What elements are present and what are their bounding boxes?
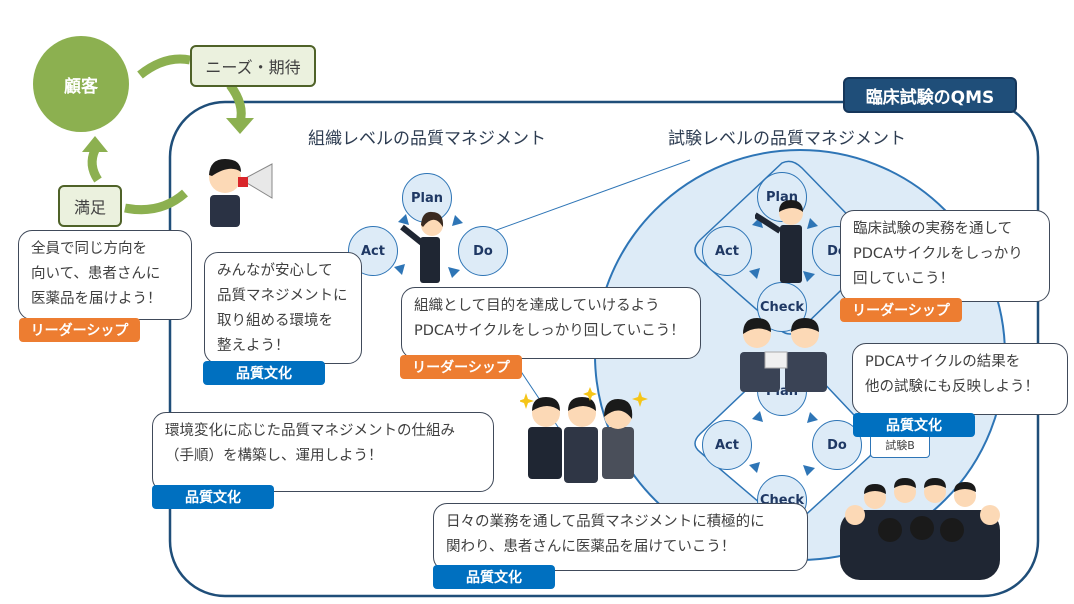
- satisfaction-arrow-up: [87, 148, 102, 183]
- trial-b-pdca-act: Act: [702, 420, 752, 470]
- qms-title-tag: 臨床試験のQMS: [843, 77, 1017, 113]
- bubble-2-line-1: みんなが安心して: [217, 263, 333, 279]
- female-leader-illustration: [400, 211, 444, 283]
- male-leader-illustration: [755, 200, 803, 283]
- bubble-7-line-2: 関わり、患者さんに医薬品を届けていこう！: [446, 539, 736, 555]
- qms-title: 臨床試験のQMS: [865, 87, 995, 108]
- bubble-6-line-2: （手順）を構築し、運用しよう！: [165, 448, 383, 464]
- speech-bubble-1: 全員で同じ方向を 向いて、患者さんに 医薬品を届けよう！: [18, 230, 192, 320]
- satisfaction-arrowhead: [82, 136, 108, 152]
- speech-bubble-5: PDCAサイクルの結果を 他の試験にも反映しよう！: [852, 343, 1068, 415]
- trial-b-cycle-arrows: [749, 411, 818, 476]
- bubble-2-line-3: 取り組める環境を: [217, 313, 333, 329]
- speech-bubble-7: 日々の業務を通して品質マネジメントに積極的に 関わり、患者さんに医薬品を届けてい…: [433, 503, 808, 571]
- customer-label: 顧客: [64, 76, 98, 97]
- bubble-2-line-2: 品質マネジメントに: [217, 288, 348, 304]
- bubble-4-line-2: PDCAサイクルをしっかり: [853, 246, 1023, 262]
- bubble-1-line-2: 向いて、患者さんに: [31, 266, 161, 282]
- bubble-3-line-1: 組織として目的を達成していけるよう: [414, 298, 660, 314]
- team-huddle-illustration: [840, 478, 1000, 580]
- quality-culture-tag-4: 品質文化: [433, 565, 555, 589]
- bubble-1-line-3: 医薬品を届けよう！: [31, 291, 162, 307]
- bubble-4-line-3: 回していこう！: [853, 271, 955, 287]
- trial-a-pdca-act: Act: [702, 226, 752, 276]
- quality-culture-tag-1: 品質文化: [203, 361, 325, 385]
- speech-bubble-6: 環境変化に応じた品質マネジメントの仕組み （手順）を構築し、運用しよう！: [152, 412, 494, 492]
- needs-box: ニーズ・期待: [190, 45, 316, 87]
- quality-culture-tag-2: 品質文化: [853, 413, 975, 437]
- leadership-tag-3: リーダーシップ: [840, 298, 962, 322]
- bubble-7-line-1: 日々の業務を通して品質マネジメントに積極的に: [446, 514, 765, 530]
- bubble-4-line-1: 臨床試験の実務を通して: [853, 221, 1013, 237]
- satisfaction-box: 満足: [58, 185, 122, 227]
- bubble-6-line-1: 環境変化に応じた品質マネジメントの仕組み: [165, 423, 455, 439]
- speech-bubble-3: 組織として目的を達成していけるよう PDCAサイクルをしっかり回していこう！: [401, 287, 701, 359]
- bubble-2-line-4: 整えよう！: [217, 338, 290, 354]
- org-cycle-arrows: [394, 214, 463, 278]
- bubble-3-line-2: PDCAサイクルをしっかり回していこう！: [414, 323, 685, 339]
- trial-level-title: 試験レベルの品質マネジメント: [668, 129, 906, 149]
- two-colleagues-illustration: [740, 318, 827, 392]
- satisfaction-label: 満足: [73, 198, 106, 217]
- satisfaction-arrow: [124, 189, 188, 215]
- org-pdca-act: Act: [348, 226, 398, 276]
- needs-label: ニーズ・期待: [205, 58, 301, 77]
- team-running-illustration: [520, 387, 648, 483]
- needs-arrow: [137, 54, 191, 79]
- zoom-line-top: [479, 159, 691, 237]
- speech-bubble-4: 臨床試験の実務を通して PDCAサイクルをしっかり 回していこう！: [840, 210, 1050, 302]
- org-level-title: 組織レベルの品質マネジメント: [308, 129, 546, 149]
- needs-arrow-down: [226, 82, 246, 124]
- bubble-5-line-1: PDCAサイクルの結果を: [865, 354, 1021, 370]
- customer-node: 顧客: [33, 36, 129, 132]
- org-pdca-do: Do: [458, 226, 508, 276]
- bubble-5-line-2: 他の試験にも反映しよう！: [865, 379, 1039, 395]
- leader-megaphone-illustration: [209, 159, 273, 227]
- needs-arrowhead: [226, 118, 254, 134]
- leadership-tag-2: リーダーシップ: [400, 355, 522, 379]
- bubble-1-line-1: 全員で同じ方向を: [31, 241, 147, 257]
- quality-culture-tag-3: 品質文化: [152, 485, 274, 509]
- speech-bubble-2: みんなが安心して 品質マネジメントに 取り組める環境を 整えよう！: [204, 252, 362, 364]
- leadership-tag-1: リーダーシップ: [19, 318, 140, 342]
